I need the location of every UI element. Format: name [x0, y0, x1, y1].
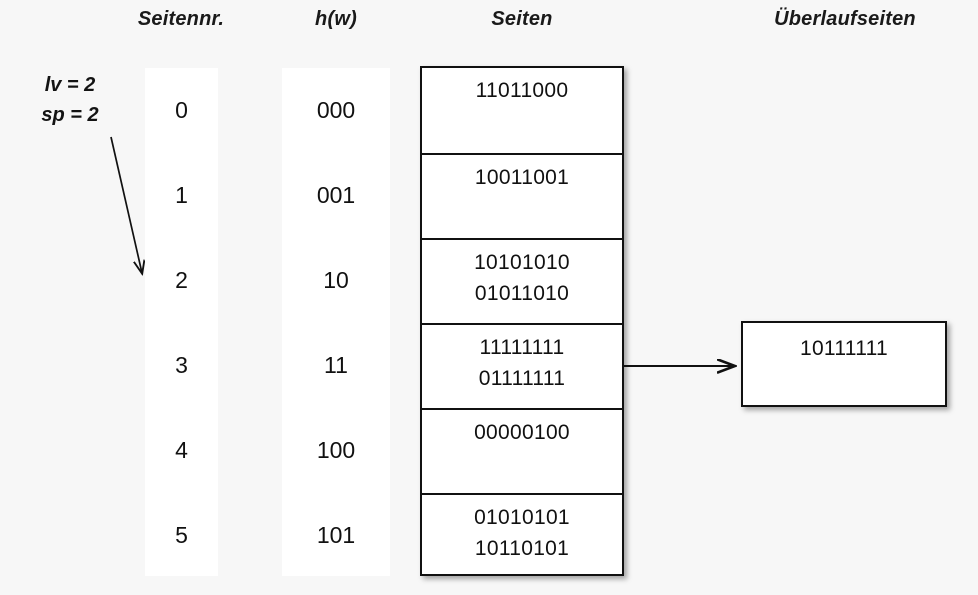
column-header-ueberlaufseiten: Überlaufseiten: [774, 8, 916, 30]
record: 10011001: [474, 166, 570, 189]
param-sp: sp = 2: [41, 104, 99, 126]
parameter-block: lv = 2 sp = 2: [14, 70, 126, 130]
bucket-page: 10011001: [422, 153, 622, 238]
seitennr-cell: 3: [175, 352, 188, 378]
record: 01011010: [474, 282, 570, 305]
hw-cell: 10: [323, 267, 349, 293]
record: 11011000: [475, 79, 569, 102]
record: 10110101: [474, 537, 570, 560]
hw-cell: 001: [316, 182, 356, 208]
column-hw: 000 001 10 11 100 101: [282, 68, 390, 576]
record: 10111111: [799, 337, 889, 360]
seitennr-cell: 2: [175, 267, 188, 293]
bucket-page: 11111111 01111111: [422, 323, 622, 408]
hw-cell: 11: [324, 352, 348, 378]
column-header-seiten: Seiten: [491, 8, 553, 30]
record: 01010101: [474, 506, 570, 529]
hw-cell: 000: [316, 97, 356, 123]
bucket-page: 00000100: [422, 408, 622, 493]
record: 01111111: [478, 367, 566, 390]
column-header-hw: h(w): [315, 8, 357, 30]
seitennr-cell: 1: [175, 182, 188, 208]
record: 11111111: [479, 336, 565, 359]
overflow-page: 10111111: [741, 321, 947, 407]
record: 10101010: [474, 251, 570, 274]
bucket-page: 01010101 10110101: [422, 493, 622, 578]
bucket-page: 11011000: [422, 68, 622, 153]
hw-cell: 101: [316, 522, 356, 548]
seitennr-cell: 4: [175, 437, 188, 463]
seitennr-cell: 0: [175, 97, 188, 123]
column-seitennr: 0 1 2 3 4 5: [145, 68, 218, 576]
param-lv: lv = 2: [44, 74, 96, 96]
bucket-page-stack: 11011000 10011001 10101010 01011010 1111…: [420, 66, 624, 576]
overflow-link-arrow-icon: [624, 350, 746, 382]
hw-cell: 100: [316, 437, 356, 463]
seitennr-cell: 5: [175, 522, 188, 548]
record: 00000100: [474, 421, 570, 444]
bucket-page: 10101010 01011010: [422, 238, 622, 323]
column-header-seitennr: Seitennr.: [137, 8, 225, 30]
